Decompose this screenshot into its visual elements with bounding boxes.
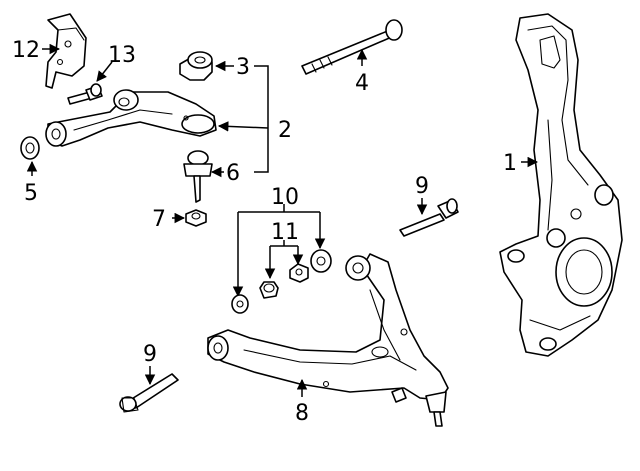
callout-2: 2 [278,118,292,143]
washer-10-left [231,294,249,314]
nut-7 [185,209,207,227]
callout-6: 6 [226,161,240,186]
leader-13 [96,61,113,82]
upper-control-arm [45,89,217,147]
callout-13: 13 [108,43,136,68]
callout-7: 7 [152,207,166,232]
nut-11-right [289,263,309,283]
bracket-2 [254,65,269,173]
callout-11: 11 [271,220,299,245]
bolt-13 [67,83,103,105]
bushing-11-left [259,281,279,299]
callout-3: 3 [236,55,250,80]
nut-5 [20,136,40,160]
washer-10-right [310,249,332,273]
bracket [45,13,87,89]
ball-joint-6 [183,150,213,203]
long-bolt-4 [301,19,403,75]
callout-8: 8 [295,401,309,426]
callout-5: 5 [24,181,38,206]
callout-10: 10 [271,185,299,210]
steering-knuckle [499,13,623,357]
callout-4: 4 [355,71,369,96]
lower-control-arm [207,253,449,427]
callout-1: 1 [503,151,517,176]
leader-2-main [217,121,269,132]
callout-9-left: 9 [143,342,157,367]
callout-9-right: 9 [415,174,429,199]
bolt-9-left [119,373,179,413]
callout-12: 12 [12,38,40,63]
bolt-9-right [399,198,459,237]
bushing-3 [179,51,213,81]
